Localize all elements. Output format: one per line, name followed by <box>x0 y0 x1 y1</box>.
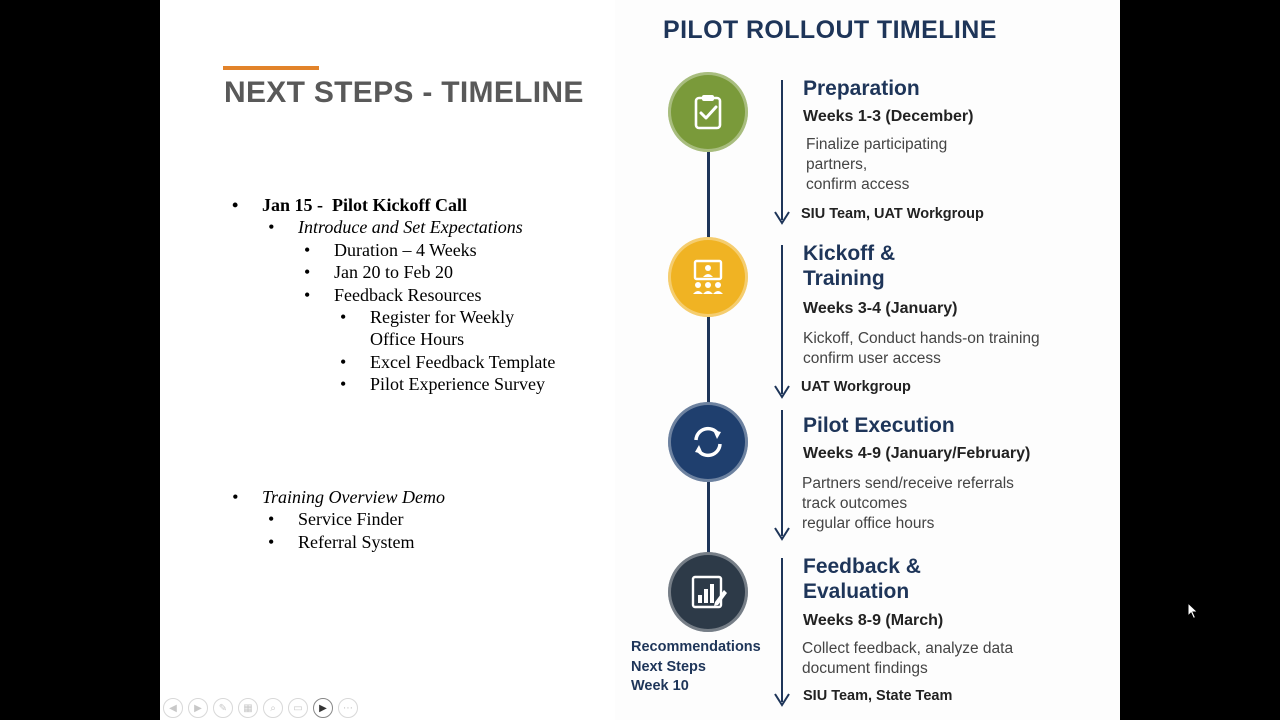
slides-grid-icon[interactable]: ▦ <box>238 698 258 718</box>
timeline-connector <box>707 315 710 407</box>
stage-execution-weeks: Weeks 4-9 (January/February) <box>803 445 1031 462</box>
desc-line: Collect feedback, analyze data <box>802 640 1014 657</box>
stage-feedback-title: Feedback & Evaluation <box>803 554 921 604</box>
desc-line: confirm user access <box>803 350 941 367</box>
kickoff-date: Jan 15 - <box>262 195 324 215</box>
bullet-excel-template: Excel Feedback Template <box>232 351 612 374</box>
zoom-icon[interactable]: ⌕ <box>263 698 283 718</box>
slideshow-toolbar: ◀ ▶ ✎ ▦ ⌕ ▭ ▶ ⋯ <box>163 698 358 718</box>
refresh-cycle-icon <box>694 426 722 458</box>
bullet-feedback-resources: Feedback Resources <box>232 284 612 307</box>
camera-icon[interactable]: ▶ <box>313 698 333 718</box>
stage-feedback-weeks: Weeks 8-9 (March) <box>803 612 944 629</box>
arrow-down-icon <box>772 558 792 708</box>
stage-execution-title: Pilot Execution <box>803 414 955 437</box>
bullet-introduce: Introduce and Set Expectations <box>232 216 612 239</box>
stage-kickoff-title: Kickoff & Training <box>803 241 895 291</box>
bullet-list-demo: Training Overview Demo Service Finder Re… <box>232 486 612 554</box>
bullet-register-office-hours: Register for Weekly Office Hours <box>232 306 612 351</box>
title-accent-bar <box>223 66 319 70</box>
title-line: Training <box>803 267 885 290</box>
bullet-service-finder: Service Finder <box>232 508 612 531</box>
bullet-kickoff-call: Jan 15 - Pilot Kickoff Call <box>232 194 612 217</box>
desc-line: confirm access <box>806 176 910 193</box>
bullet-dates: Jan 20 to Feb 20 <box>232 261 612 284</box>
title-line: Evaluation <box>803 580 910 603</box>
arrow-down-icon <box>772 410 792 542</box>
bullet-experience-survey: Pilot Experience Survey <box>232 373 612 396</box>
note-line: Recommendations <box>631 639 761 655</box>
presentation-training-icon <box>693 259 723 294</box>
arrow-down-icon <box>772 80 792 226</box>
desc-line: Partners send/receive referrals <box>802 475 1014 492</box>
desc-line: partners, <box>806 156 868 173</box>
stage-kickoff-weeks: Weeks 3-4 (January) <box>803 300 958 317</box>
timeline-title: PILOT ROLLOUT TIMELINE <box>663 16 997 44</box>
desc-line: Kickoff, Conduct hands-on training <box>803 330 1040 347</box>
register-line-1: Register for Weekly <box>370 307 515 328</box>
kickoff-label: Pilot Kickoff Call <box>332 195 467 215</box>
desc-line: Finalize participating <box>806 136 948 153</box>
chart-report-icon <box>691 575 727 609</box>
previous-arrow-icon[interactable]: ◀ <box>163 698 183 718</box>
stage-execution-icon-circle <box>668 402 748 482</box>
bullet-training-demo: Training Overview Demo <box>232 486 612 509</box>
timeline-connector <box>707 480 710 558</box>
pilot-rollout-timeline: PILOT ROLLOUT TIMELINE Preparation Weeks… <box>615 0 1120 720</box>
slide-title: NEXT STEPS - TIMELINE <box>224 76 584 109</box>
mouse-cursor-icon <box>1187 602 1199 620</box>
slide: NEXT STEPS - TIMELINE Jan 15 - Pilot Kic… <box>160 0 1120 720</box>
stage-kickoff-team: UAT Workgroup <box>801 379 911 395</box>
clipboard-check-icon <box>694 95 722 130</box>
subtitles-icon[interactable]: ▭ <box>288 698 308 718</box>
desc-line: track outcomes <box>802 495 908 512</box>
next-arrow-icon[interactable]: ▶ <box>188 698 208 718</box>
stage-feedback-team: SIU Team, State Team <box>803 688 953 704</box>
title-line: Kickoff & <box>803 242 896 265</box>
bullet-duration: Duration – 4 Weeks <box>232 239 612 262</box>
stage-preparation-title: Preparation <box>803 77 920 100</box>
desc-line: document findings <box>802 660 928 677</box>
more-options-icon[interactable]: ⋯ <box>338 698 358 718</box>
bullet-referral-system: Referral System <box>232 531 612 554</box>
stage-feedback-desc: Collect feedback, analyze data document … <box>802 639 1013 679</box>
timeline-connector <box>707 150 710 240</box>
bullet-list-kickoff: Jan 15 - Pilot Kickoff Call Introduce an… <box>232 194 612 396</box>
arrow-down-icon <box>772 245 792 400</box>
stage-feedback-icon-circle <box>668 552 748 632</box>
title-line: Feedback & <box>803 555 921 578</box>
stage-preparation-weeks: Weeks 1-3 (December) <box>803 108 974 125</box>
recommendations-note: Recommendations Next Steps Week 10 <box>631 638 761 697</box>
stage-execution-desc: Partners send/receive referrals track ou… <box>802 474 1014 534</box>
note-line: Week 10 <box>631 678 689 694</box>
register-line-2: Office Hours <box>370 329 465 350</box>
desc-line: regular office hours <box>802 515 935 532</box>
stage-kickoff-desc: Kickoff, Conduct hands-on training confi… <box>803 329 1040 369</box>
note-line: Next Steps <box>631 658 706 675</box>
stage-preparation-desc: Finalize participating partners, confirm… <box>806 135 947 195</box>
pen-icon[interactable]: ✎ <box>213 698 233 718</box>
stage-preparation-icon-circle <box>668 72 748 152</box>
stage-kickoff-icon-circle <box>668 237 748 317</box>
stage-preparation-team: SIU Team, UAT Workgroup <box>801 206 984 222</box>
